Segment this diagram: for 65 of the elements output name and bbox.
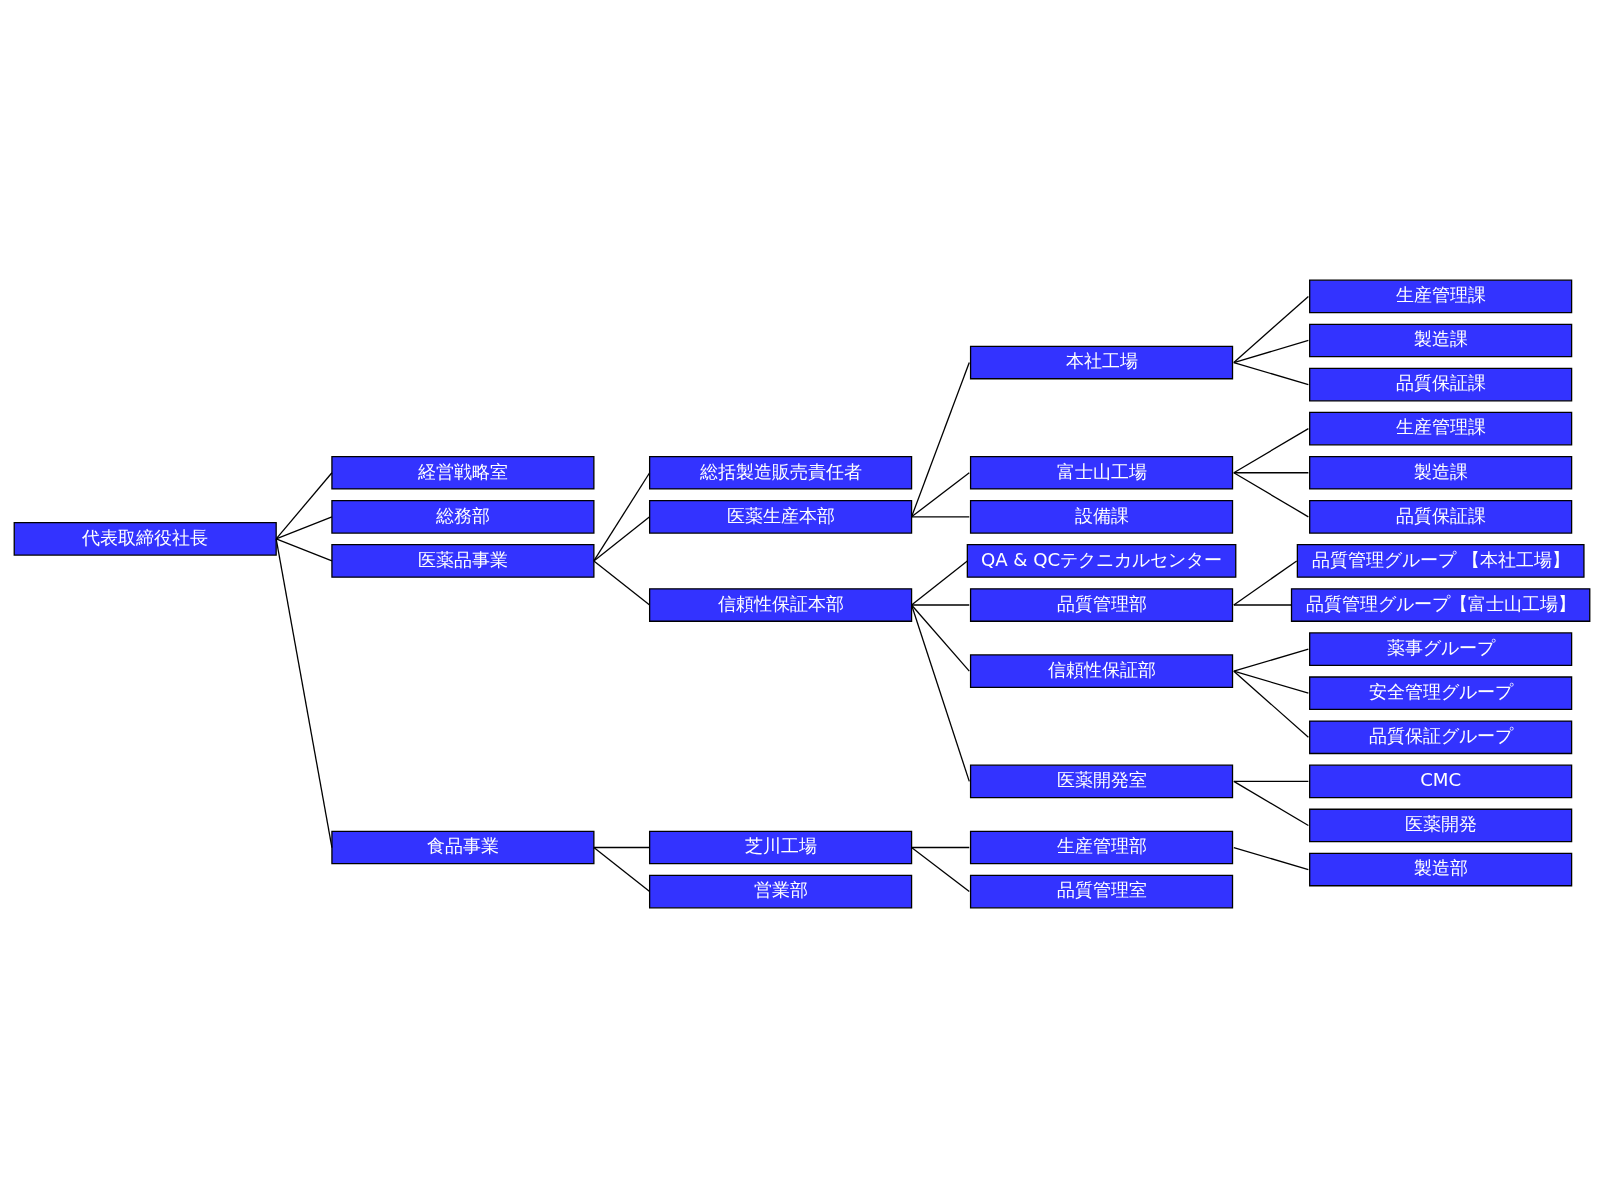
node-box: 食品事業 [330,830,594,864]
node-box: 薬事グループ [1308,631,1572,666]
node-box: 医薬開発 [1308,808,1572,842]
node-box: 医薬生産本部 [648,499,912,534]
connector [275,537,333,562]
connector [1232,780,1309,782]
connector [275,471,333,540]
connector [910,846,970,892]
node-box: 品質管理グループ 【本社工場】 [1296,543,1585,578]
connector [1232,647,1309,672]
connector [592,559,650,606]
connector [910,603,970,782]
connector [1232,603,1292,606]
node-box: 医薬開発室 [969,764,1233,798]
connector [592,846,650,892]
node-box: 営業部 [648,874,912,908]
connector [592,471,650,562]
connector [1232,339,1309,363]
connector [592,846,650,848]
connector [1232,670,1309,694]
node-box: 製造課 [1308,323,1572,357]
connector [592,515,650,562]
connector [1232,670,1309,738]
node-box: 富士山工場 [969,455,1233,490]
connector [1232,361,1309,385]
node-box: 品質管理部 [969,587,1233,622]
connector [275,537,333,848]
connector [910,603,970,606]
node-box: 品質保証課 [1308,499,1572,534]
node-box: 総括製造販売責任者 [648,455,912,490]
connector [1232,427,1309,473]
node-box: 品質保証課 [1308,367,1572,401]
node-box: QA & QCテクニカルセンター [966,543,1236,578]
connector [910,515,970,517]
connector [1232,471,1309,517]
node-box: 信頼性保証部 [969,653,1233,688]
connector [910,846,970,848]
node-box: 信頼性保証本部 [648,587,912,622]
node-box: 総務部 [330,499,594,534]
node-box: 経営戦略室 [330,455,594,490]
connector [910,471,970,517]
node-box: 製造課 [1308,455,1572,490]
connector [1232,559,1297,606]
connector [275,515,333,540]
node-box: 生産管理部 [969,830,1233,864]
connector [910,361,970,517]
node-box: CMC [1308,764,1572,798]
connector [1232,471,1309,473]
node-box: 品質管理グループ【富士山工場】 [1290,587,1590,622]
node-box: 品質保証グループ [1308,719,1572,754]
connector [1232,780,1309,826]
node-box: 安全管理グループ [1308,675,1572,710]
connector [910,559,968,606]
connector [910,603,970,672]
node-box: 生産管理課 [1308,279,1572,313]
node-box: 本社工場 [969,345,1233,379]
node-box: 生産管理課 [1308,411,1572,445]
node-box: 医薬品事業 [330,543,594,578]
node-box: 品質管理室 [969,874,1233,908]
node-box: 設備課 [969,499,1233,534]
node-box: 代表取締役社長 [13,521,277,556]
connector [1232,295,1309,363]
connector [1232,846,1309,870]
node-box: 芝川工場 [648,830,912,864]
node-box: 製造部 [1308,852,1572,886]
